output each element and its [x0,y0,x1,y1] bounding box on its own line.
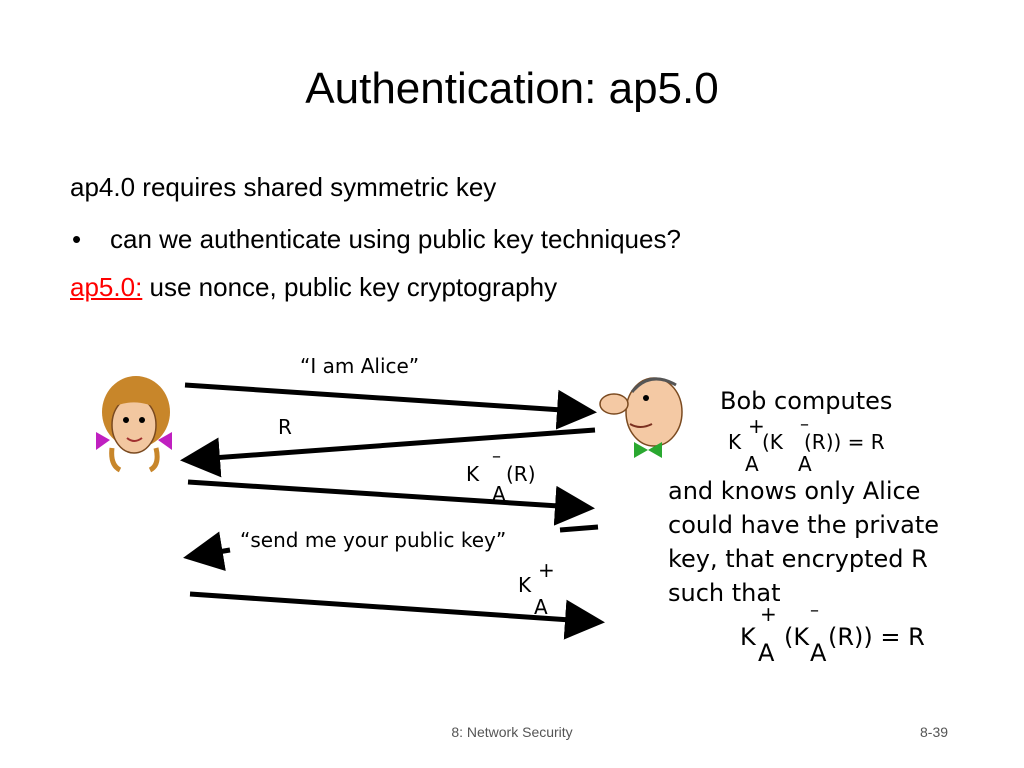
msg2-label: R [278,415,292,439]
arrow-msg5 [189,591,605,640]
alice-bow-right [158,432,172,450]
msg4-label: “send me your public key” [240,528,507,552]
ap5-description: use nonce, public key cryptography [142,272,558,302]
msg3-minus: – [492,446,501,467]
arrow-msg4 [183,531,231,571]
bob-text-line2: could have the private [668,511,940,539]
bob-text-line3: key, that encrypted R [668,545,928,573]
eq1-a2: A [798,452,812,476]
eq1-mid: (K [762,430,783,454]
eq2-mid: (K [784,623,810,651]
msg5-plus: + [538,558,555,582]
eq1-minus: – [800,414,809,435]
bullet-marker: • [72,224,82,254]
msg3-k: K [466,462,480,486]
intro-line: ap4.0 requires shared symmetric key [70,172,497,202]
arrow-msg1 [184,382,597,430]
alice-bangs [108,383,162,410]
ap5-label: ap5.0: [70,272,143,302]
bob-text-line1: and knows only Alice [668,477,921,505]
arrow-msg4-stub [559,524,599,533]
msg1-label: “I am Alice” [300,354,420,378]
eq1-k1: K [728,430,742,454]
eq1-plus: + [748,414,765,438]
msg5-a: A [534,595,548,619]
eq2-a1: A [758,639,775,667]
ap5-line: ap5.0: use nonce, public key cryptograph… [70,272,557,303]
alice-face [111,396,157,454]
bob-nose [599,393,629,415]
eq2-tail: (R)) = R [828,623,925,651]
msg3-a: A [492,482,506,506]
alice-pigtails [109,447,160,473]
slide-title: Authentication: ap5.0 [305,64,719,113]
arrow-msg2 [180,427,596,478]
alice-mouth [126,437,143,442]
alice-eye-right [139,417,145,423]
alice-bow-left [96,432,110,450]
eq2-k1: K [740,623,756,651]
eq2-a2: A [810,639,827,667]
bob-heading: Bob computes [720,387,893,415]
bob-hair [630,377,677,393]
msg5-k: K [518,573,532,597]
bob-text-line4: such that [668,579,781,607]
bullet-text: can we authenticate using public key tec… [110,224,681,254]
eq1-a1: A [745,452,759,476]
bob-bowtie [634,442,662,458]
bob-figure [599,377,683,458]
eq2-plus: + [760,602,777,626]
eq1-tail: (R)) = R [804,430,885,454]
alice-eye-left [123,417,129,423]
bob-eye [643,395,649,401]
arrow-msg3 [187,479,595,526]
bob-mouth [629,423,653,428]
footer-title: 8: Network Security [451,724,573,740]
msg3-r: (R) [506,462,536,486]
page-number: 8-39 [920,724,949,740]
eq2-minus: – [810,600,819,621]
alice-figure [96,376,172,473]
